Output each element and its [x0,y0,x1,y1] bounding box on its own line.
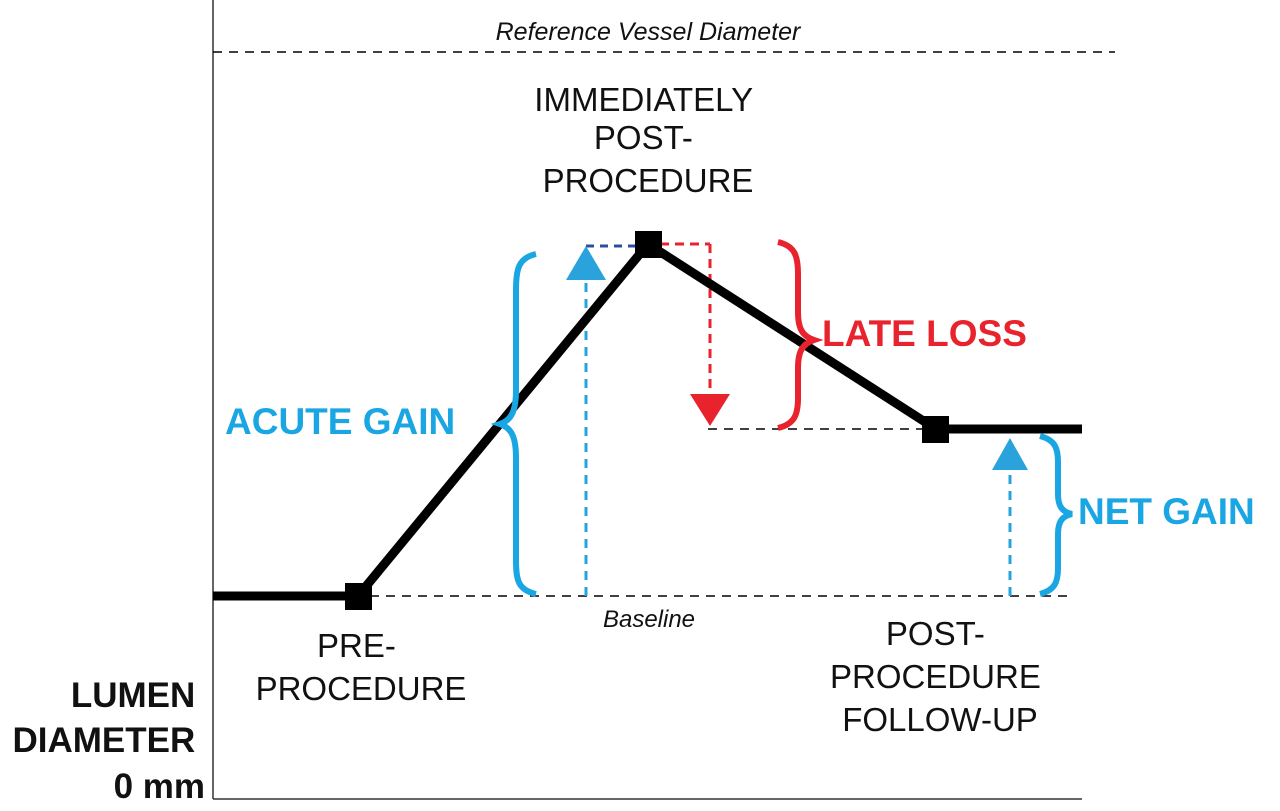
reference-label: Reference Vessel Diameter [496,18,802,46]
pre-procedure-line-1: PRE- [317,627,396,664]
acute-gain-label: ACUTE GAIN [225,401,455,442]
late-loss-arrowhead [690,394,730,426]
pre-procedure-marker [345,583,372,610]
y-axis-line-1: LUMEN [71,676,195,715]
net-gain-brace [1039,433,1073,597]
acute-gain-arrowhead [566,246,606,280]
y-axis-line-3: 0 mm [114,767,205,806]
late-loss-brace [777,239,824,431]
immediately-post-label: IMMEDIATELY POST- PROCEDURE [534,81,761,199]
acute-gain-brace [490,251,537,597]
followup-line-2: PROCEDURE [830,658,1041,695]
immediately-post-line-1: IMMEDIATELY [534,81,753,118]
followup-marker [922,416,949,443]
immediately-post-line-3: PROCEDURE [543,162,754,199]
y-axis-line-2: DIAMETER [12,721,195,760]
late-loss-label: LATE LOSS [822,313,1027,354]
net-gain-label: NET GAIN [1078,491,1255,532]
pre-procedure-label: PRE- PROCEDURE [256,627,467,707]
immediately-post-marker [635,231,662,258]
y-axis-label: LUMEN DIAMETER 0 mm [12,676,205,806]
followup-line-3: FOLLOW-UP [842,701,1038,738]
pre-procedure-line-2: PROCEDURE [256,670,467,707]
net-gain-arrowhead [992,438,1028,470]
followup-line-1: POST- [886,615,985,652]
baseline-label: Baseline [603,606,695,633]
followup-label: POST- PROCEDURE FOLLOW-UP [830,615,1050,738]
immediately-post-line-2: POST- [594,119,693,156]
